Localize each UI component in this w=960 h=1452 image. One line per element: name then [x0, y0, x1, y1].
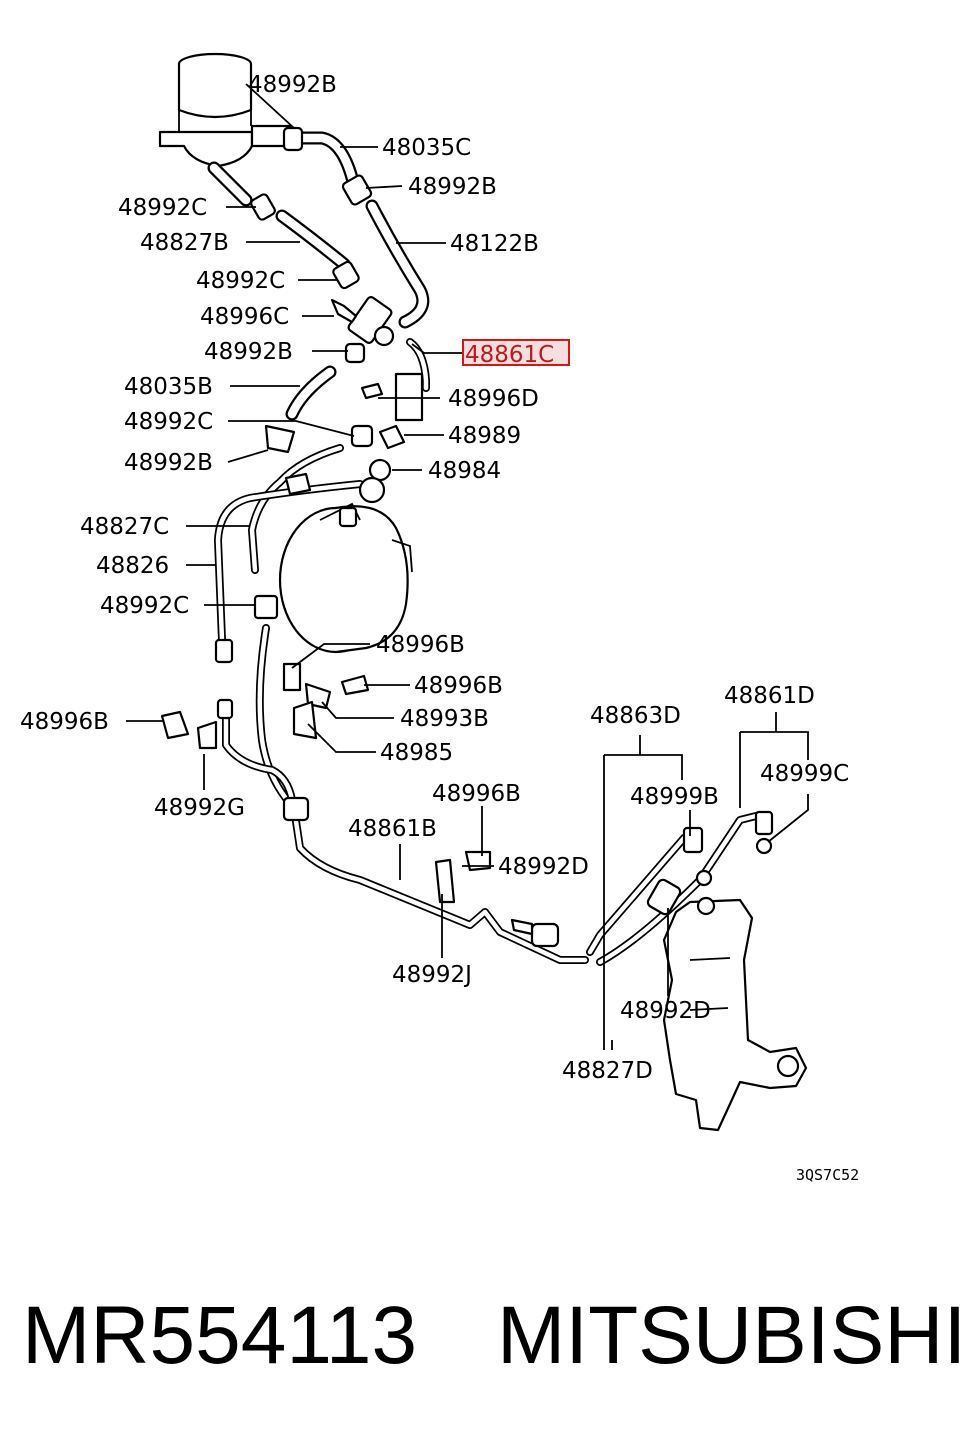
power-steering-pump	[278, 502, 413, 654]
callout-48861C: 48861C	[465, 342, 554, 368]
callout-48827C: 48827C	[80, 514, 169, 540]
callout-labels: 48992B 48035C 48992B 48992C 48827B 48122…	[20, 72, 859, 1184]
highlight-box-48861C	[462, 339, 570, 366]
callout-48992B-upper-right: 48992B	[408, 174, 497, 200]
brand-name: MITSUBISHI	[497, 1290, 960, 1381]
callout-48992D-lower: 48992D	[620, 998, 711, 1024]
callout-48122B: 48122B	[450, 231, 539, 257]
callout-48863D: 48863D	[590, 703, 681, 729]
steering-gear-box	[662, 896, 808, 1132]
callout-48992C-pump: 48992C	[100, 593, 189, 619]
pipes	[214, 338, 764, 966]
small-parts	[160, 126, 774, 948]
figure-code: 3QS7C52	[796, 1166, 859, 1184]
callout-48992C-mid: 48992C	[196, 268, 285, 294]
callout-48827D: 48827D	[562, 1058, 653, 1084]
callout-48992D-upper: 48992D	[498, 854, 589, 880]
callout-48992C-upper: 48992C	[118, 195, 207, 221]
callout-48992B-top: 48992B	[248, 72, 337, 98]
callout-48992G: 48992G	[154, 795, 245, 821]
callout-48996B-right: 48996B	[414, 673, 503, 699]
callout-48985: 48985	[380, 740, 453, 766]
callout-48035C: 48035C	[382, 135, 471, 161]
callout-48996C: 48996C	[200, 304, 289, 330]
callout-48035B: 48035B	[124, 374, 213, 400]
callout-48996D: 48996D	[448, 386, 539, 412]
callout-48992B-lower: 48992B	[124, 450, 213, 476]
callout-48996B-pump: 48996B	[376, 632, 465, 658]
callout-48992J: 48992J	[392, 962, 472, 988]
callout-48999B: 48999B	[630, 784, 719, 810]
leader-lines	[126, 83, 809, 1050]
callout-48996B-left: 48996B	[20, 709, 109, 735]
callout-48826: 48826	[96, 553, 169, 579]
callout-48992B-mid: 48992B	[204, 339, 293, 365]
callout-48993B: 48993B	[400, 706, 489, 732]
callout-48861B: 48861B	[348, 816, 437, 842]
callout-48984: 48984	[428, 458, 501, 484]
part-number: MR554113	[22, 1290, 418, 1381]
callout-48827B: 48827B	[140, 230, 229, 256]
callout-48992C-lower: 48992C	[124, 409, 213, 435]
callout-48999C: 48999C	[760, 761, 849, 787]
callout-48996B-bottom: 48996B	[432, 781, 521, 807]
reservoir-tank	[158, 52, 292, 168]
hoses	[207, 131, 430, 421]
callout-48989: 48989	[448, 423, 521, 449]
callout-48861D: 48861D	[724, 683, 815, 709]
